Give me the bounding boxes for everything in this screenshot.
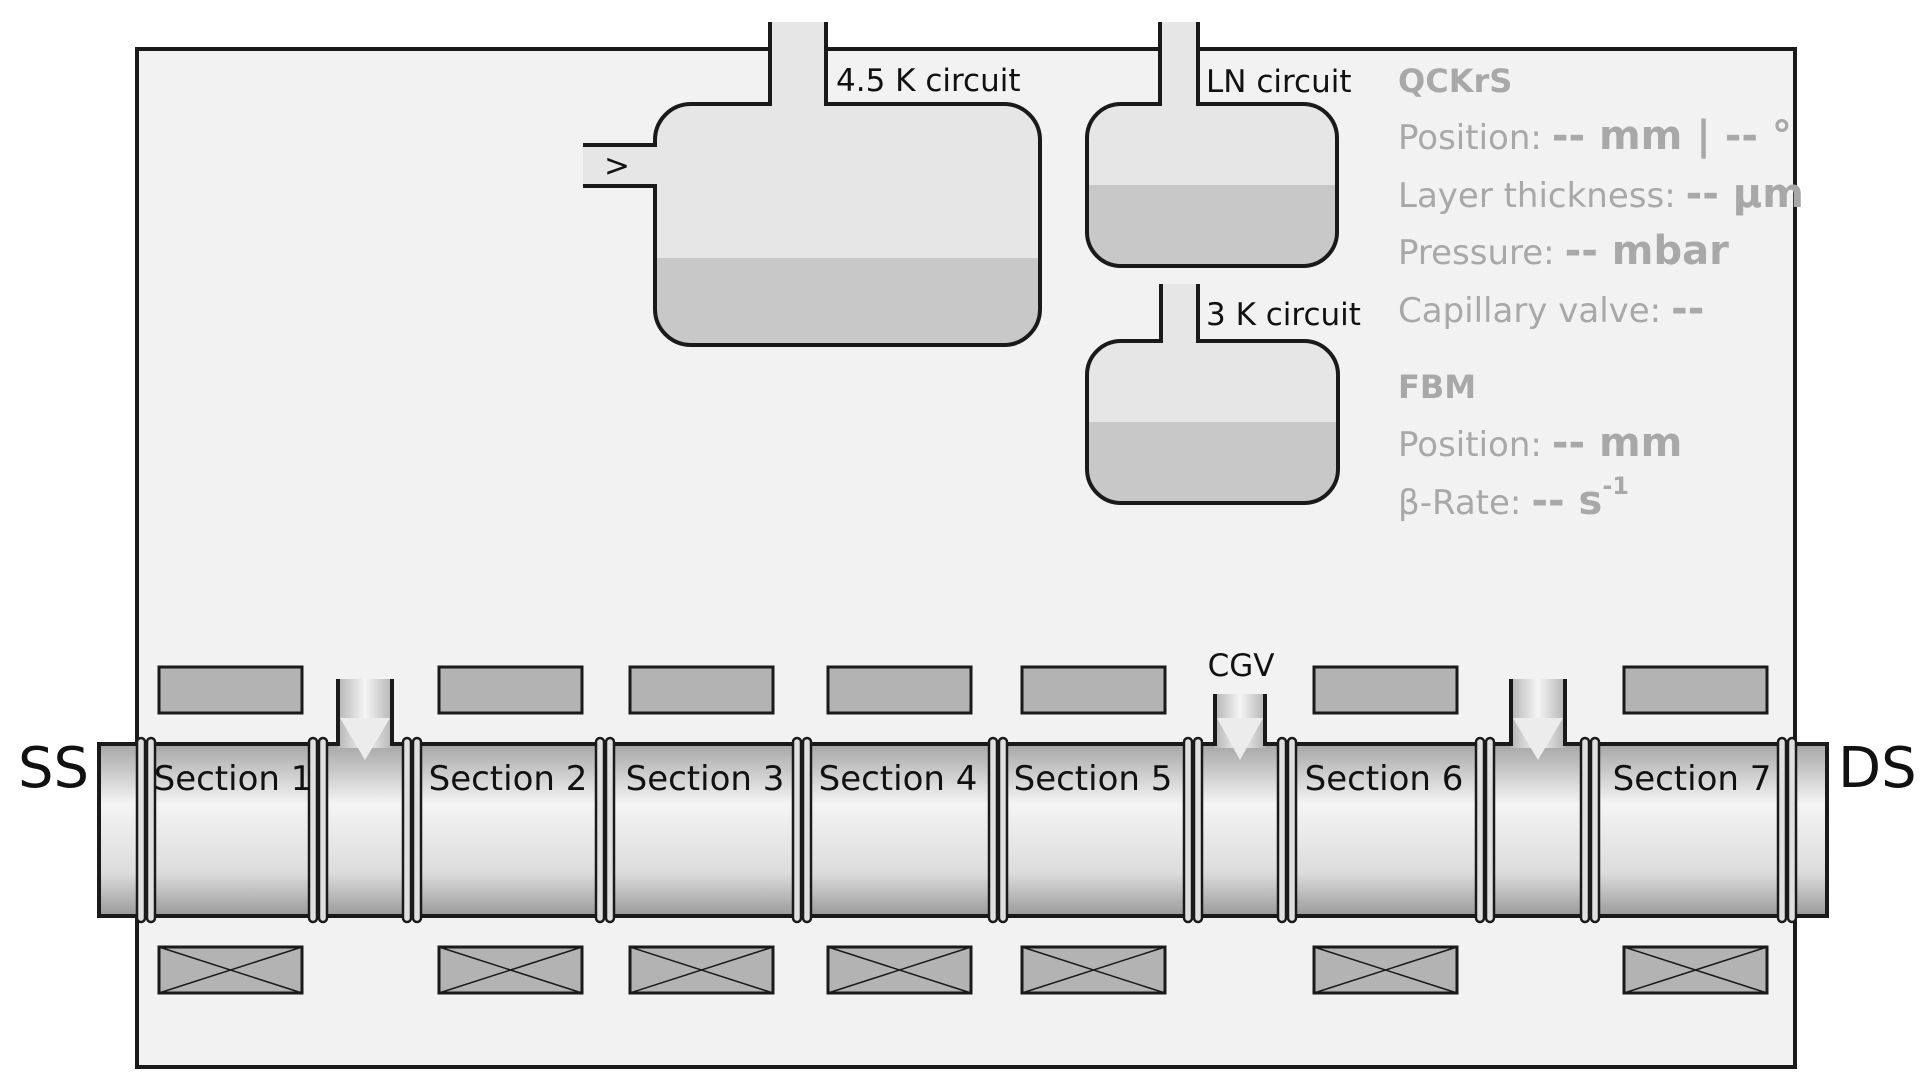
fbm-position-label: Position: <box>1398 425 1542 465</box>
lower-coil-1 <box>157 945 304 995</box>
label-4-5k-circuit: 4.5 K circuit <box>836 63 1021 99</box>
upper-coil-3 <box>628 665 775 715</box>
flange-ring-2 <box>307 736 329 924</box>
flange-ring-4 <box>594 736 616 924</box>
section-label-4: Section 4 <box>819 759 978 799</box>
section-labels: Section 1 Section 2 Section 3 Section 4 … <box>154 759 1772 799</box>
qckrs-position-value: -- mm | -- ° <box>1552 113 1792 160</box>
pump-port-2 <box>1213 694 1267 760</box>
pump-port-3 <box>1509 679 1567 760</box>
label-3k-circuit: 3 K circuit <box>1206 297 1361 333</box>
section-label-6: Section 6 <box>1305 759 1464 799</box>
pump-port-1 <box>336 679 394 760</box>
valve-symbol: > <box>604 148 630 184</box>
qckrs-position-label: Position: <box>1398 118 1542 158</box>
lower-coil-5 <box>1020 945 1167 995</box>
vessel-3k: 3 K circuit <box>1085 284 1361 505</box>
upper-coil-4 <box>826 665 973 715</box>
section-label-7: Section 7 <box>1613 759 1772 799</box>
lower-coil-4 <box>826 945 973 995</box>
qckrs-pressure-value: -- mbar <box>1565 228 1729 274</box>
upper-coil-5 <box>1020 665 1167 715</box>
qckrs-capillary-label: Capillary valve: <box>1398 291 1661 331</box>
fbm-rate-line: β-Rate:-- s-1 <box>1398 472 1629 524</box>
vessel-ln: LN circuit <box>1085 22 1352 268</box>
flange-ring-9 <box>1474 736 1496 924</box>
label-ln-circuit: LN circuit <box>1206 64 1352 100</box>
fbm-rate-value: -- s <box>1531 478 1602 524</box>
qckrs-info: QCKrS Position:-- mm | -- ° Layer thickn… <box>1398 62 1804 332</box>
lower-coil-2 <box>437 945 584 995</box>
qckrs-layer-label: Layer thickness: <box>1398 176 1676 216</box>
upper-coil-1 <box>157 665 304 715</box>
section-label-2: Section 2 <box>429 759 588 799</box>
qckrs-title: QCKrS <box>1398 62 1512 100</box>
upper-coil-6 <box>1312 665 1459 715</box>
lower-coil-7 <box>1622 945 1769 995</box>
qckrs-capillary-value: -- <box>1671 286 1704 332</box>
lower-coil-6 <box>1312 945 1459 995</box>
flange-ring-10 <box>1579 736 1601 924</box>
fbm-position-line: Position:-- mm <box>1398 420 1682 466</box>
flange-ring-7 <box>1182 736 1204 924</box>
vessel-4-5k: > 4.5 K circuit <box>583 22 1042 347</box>
qckrs-capillary-line: Capillary valve:-- <box>1398 286 1704 332</box>
label-ds: DS <box>1838 736 1917 801</box>
fbm-info: FBM Position:-- mm β-Rate:-- s-1 <box>1398 368 1682 524</box>
qckrs-layer-value: -- µm <box>1686 171 1804 217</box>
flange-ring-5 <box>791 736 813 924</box>
qckrs-layer-line: Layer thickness:-- µm <box>1398 171 1804 217</box>
upper-coil-row <box>157 665 1769 715</box>
fbm-position-value: -- mm <box>1552 420 1683 466</box>
lower-coil-row <box>157 945 1769 995</box>
qckrs-position-line: Position:-- mm | -- ° <box>1398 113 1792 160</box>
flange-ring-8 <box>1276 736 1298 924</box>
qckrs-pressure-line: Pressure:-- mbar <box>1398 228 1729 274</box>
flange-ring-3 <box>401 736 423 924</box>
label-ss: SS <box>18 736 89 801</box>
fbm-rate-exponent: -1 <box>1602 472 1629 500</box>
beamline-pipe <box>97 742 1829 918</box>
label-cgv: CGV <box>1208 648 1275 684</box>
qckrs-pressure-label: Pressure: <box>1398 233 1555 273</box>
fbm-rate-label: β-Rate: <box>1398 483 1521 523</box>
flange-rings <box>135 736 1798 924</box>
pumping-ports <box>336 679 1567 760</box>
section-label-5: Section 5 <box>1014 759 1173 799</box>
section-label-3: Section 3 <box>626 759 785 799</box>
upper-coil-7 <box>1622 665 1769 715</box>
section-label-1: Section 1 <box>154 759 313 799</box>
flange-ring-6 <box>987 736 1009 924</box>
flange-ring-1 <box>135 736 157 924</box>
upper-coil-2 <box>437 665 584 715</box>
flange-ring-11 <box>1776 736 1798 924</box>
fbm-title: FBM <box>1398 368 1476 406</box>
lower-coil-3 <box>628 945 775 995</box>
